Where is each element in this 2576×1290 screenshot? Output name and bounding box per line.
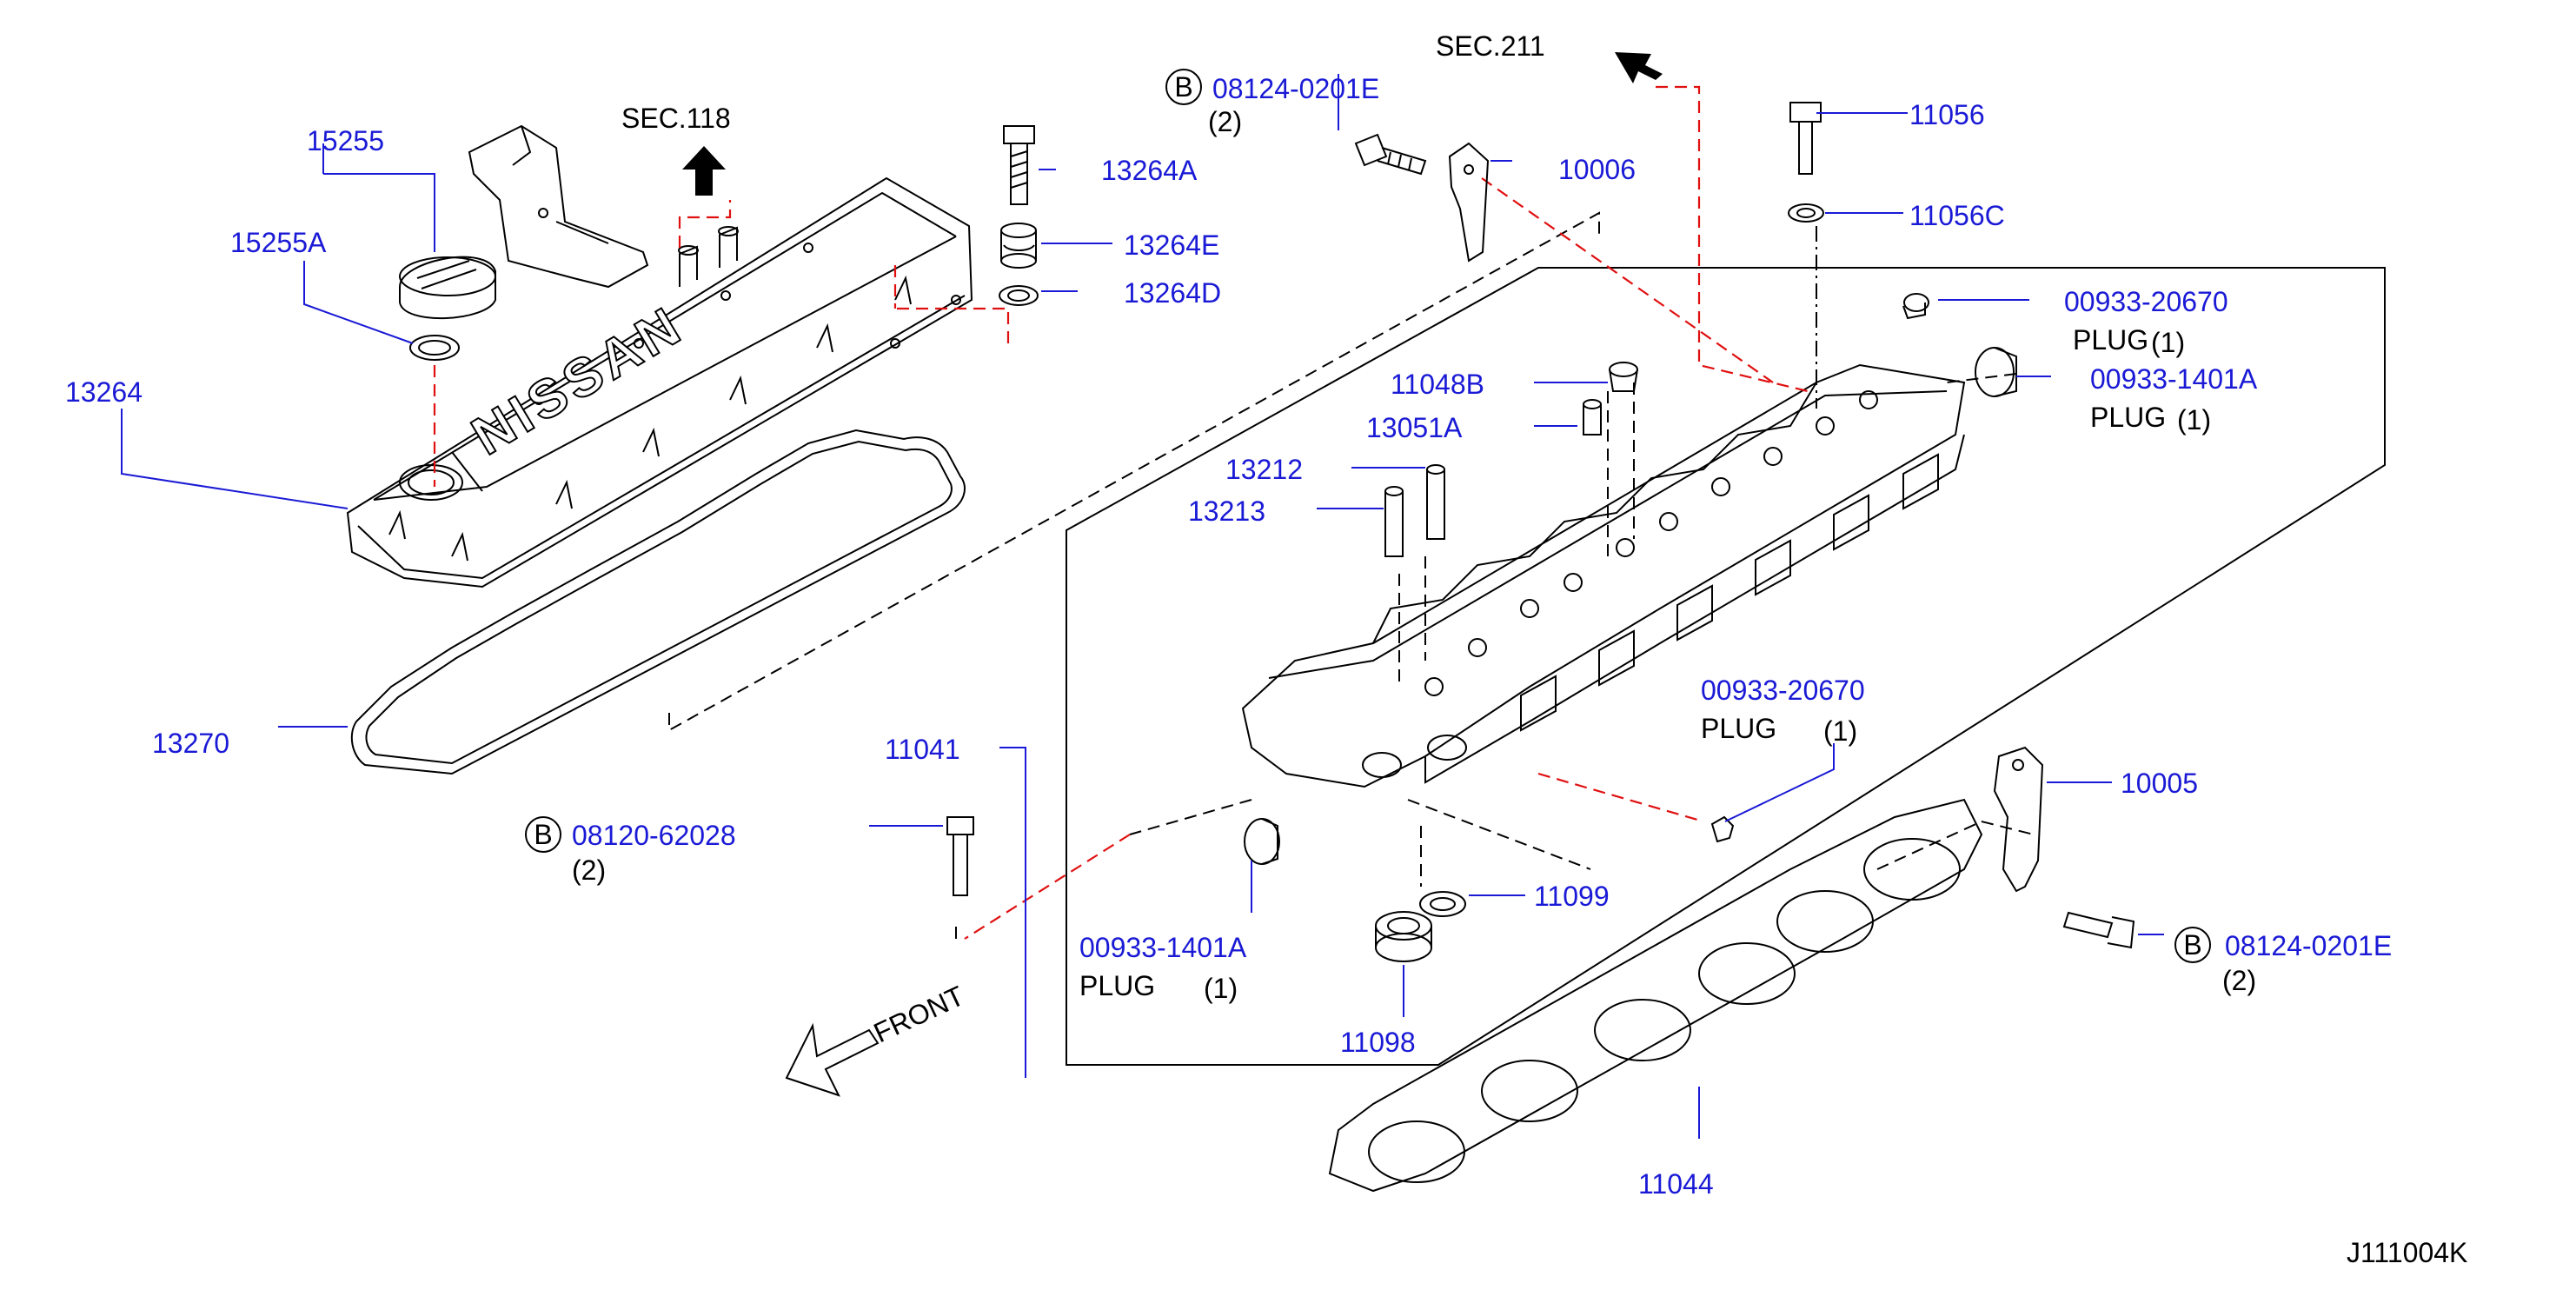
label-b-right-part: 08124-0201E — [2225, 930, 2392, 961]
cover-bracket — [468, 124, 649, 289]
label-00933-20670-top: 00933-20670 — [2064, 286, 2228, 317]
label-11099: 11099 — [1534, 881, 1610, 912]
sleeve-13051a — [1583, 399, 1602, 436]
bolt-08120 — [946, 816, 974, 896]
label-13264a: 13264A — [1101, 155, 1198, 186]
label-10006: 10006 — [1558, 154, 1636, 185]
label-front: FRONT — [869, 980, 969, 1048]
label-b-top-part: 08124-0201E — [1212, 73, 1379, 104]
plug-small-mid — [1710, 815, 1735, 843]
label-plug-top2-qty: (1) — [2177, 404, 2211, 436]
head-gasket — [1328, 798, 1983, 1193]
label-11098: 11098 — [1340, 1027, 1416, 1058]
guide-13213 — [1384, 486, 1404, 557]
label-13051a: 13051A — [1366, 412, 1463, 443]
label-11041: 11041 — [885, 734, 960, 765]
label-plug-bot: PLUG — [1079, 970, 1155, 1001]
label-sec118: SEC.118 — [621, 103, 731, 134]
cover-bolt — [1003, 125, 1035, 205]
label-13213: 13213 — [1188, 495, 1265, 527]
seal-11099 — [1419, 891, 1466, 917]
label-13264: 13264 — [65, 376, 143, 408]
cylinder-head-assembly-frame — [1066, 267, 2386, 1066]
label-11044: 11044 — [1638, 1168, 1714, 1200]
bracket-10005 — [1993, 746, 2044, 893]
plug-large-top — [1975, 347, 2017, 397]
label-13264e: 13264E — [1124, 229, 1219, 261]
label-11048b: 11048B — [1391, 369, 1484, 400]
label-11056c: 11056C — [1909, 200, 2005, 231]
drawing-id: J111004K — [2347, 1237, 2467, 1268]
label-plug-top1-qty: (1) — [2151, 327, 2185, 358]
cylinder-head — [1241, 363, 1966, 788]
label-15255: 15255 — [307, 125, 384, 156]
guide-13212 — [1426, 464, 1445, 540]
label-sec211: SEC.211 — [1436, 30, 1545, 62]
sec211-arrow — [1615, 52, 1663, 83]
b-symbol-top: B — [1165, 69, 1202, 105]
grommet — [1000, 223, 1037, 269]
bolt-11056 — [1788, 102, 1824, 223]
plug-large-bot — [1244, 818, 1280, 865]
label-13270: 13270 — [152, 728, 229, 759]
label-13212: 13212 — [1225, 454, 1303, 485]
seal-11048b — [1609, 362, 1638, 392]
seal-11098 — [1375, 911, 1432, 962]
label-b-top-qty: (2) — [1208, 106, 1242, 137]
svg-text:B: B — [2183, 929, 2201, 961]
rocker-cover-gasket — [350, 429, 966, 775]
sec118-arrow — [682, 146, 726, 196]
label-plug-top1: PLUG — [2073, 324, 2148, 356]
rocker-cover: NISSAN — [346, 176, 973, 588]
front-arrow — [785, 1022, 880, 1097]
label-15255a: 15255A — [230, 227, 327, 258]
b-symbol-right: B — [2174, 927, 2211, 963]
label-10005: 10005 — [2121, 768, 2198, 799]
label-plug-mid: PLUG — [1701, 713, 1776, 744]
label-plug-bot-qty: (1) — [1204, 973, 1238, 1004]
svg-text:B: B — [534, 819, 552, 850]
bolt-08124-top — [1354, 133, 1427, 176]
label-plug-mid-qty: (1) — [1823, 715, 1857, 747]
oil-filler-cap — [399, 256, 496, 361]
plug-small-top — [1902, 293, 1929, 320]
b-symbol-left: B — [525, 816, 561, 853]
label-00933-1401a-bot: 00933-1401A — [1079, 932, 1247, 963]
bolt-08124-right — [2062, 911, 2135, 949]
label-b-right-qty: (2) — [2222, 965, 2256, 996]
washer — [999, 285, 1039, 306]
label-00933-20670-mid: 00933-20670 — [1701, 675, 1865, 706]
bracket-10006 — [1448, 142, 1490, 263]
svg-text:B: B — [1174, 71, 1192, 103]
label-13264d: 13264D — [1124, 277, 1221, 309]
label-00933-1401a-top: 00933-1401A — [2090, 363, 2258, 395]
cover-logo-text: NISSAN — [462, 295, 694, 467]
label-b-left-qty: (2) — [572, 854, 606, 886]
label-plug-top2: PLUG — [2090, 402, 2166, 433]
label-b-left-part: 08120-62028 — [572, 820, 736, 851]
label-11056: 11056 — [1909, 99, 1985, 130]
